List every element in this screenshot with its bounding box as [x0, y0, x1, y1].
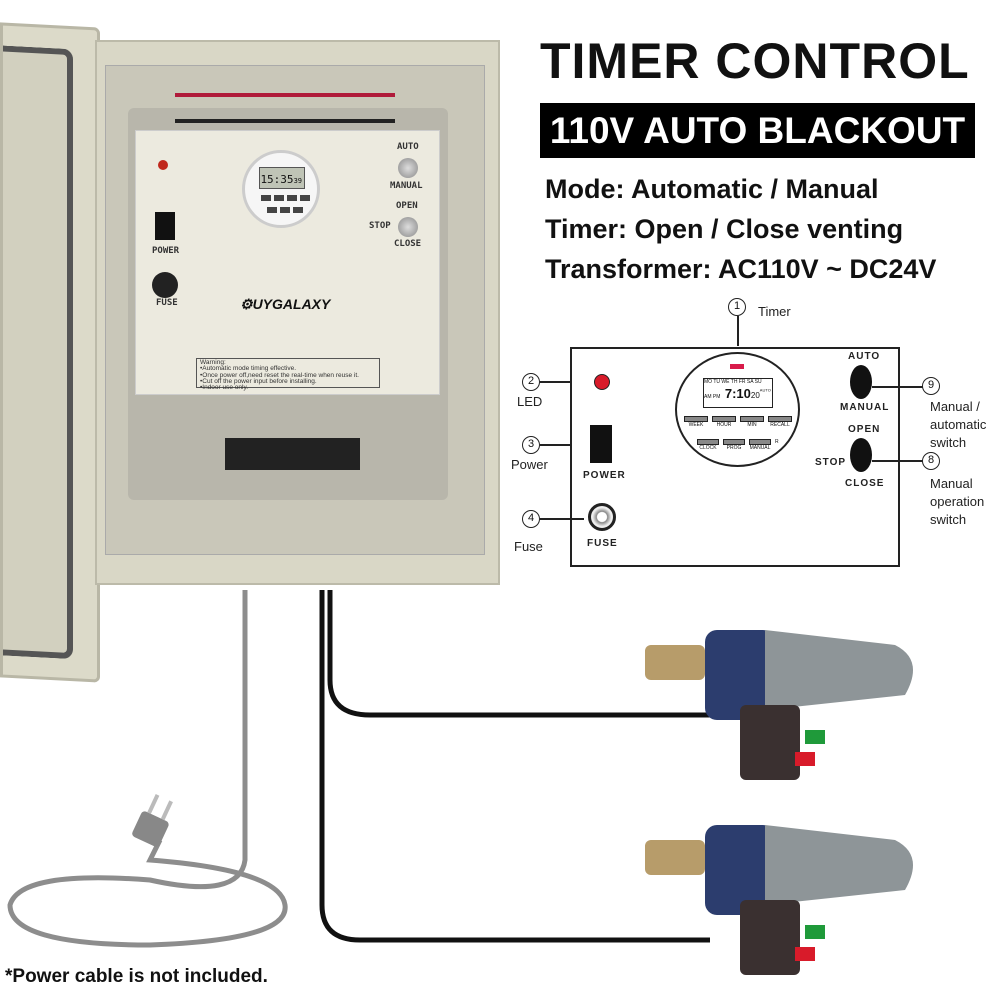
timer-seconds: 20 [750, 391, 760, 400]
warning-label: Warning: •Automatic mode timing effectiv… [196, 358, 380, 392]
power-cable [7, 590, 288, 948]
terminal-block [225, 438, 360, 470]
diagram-auto-label: AUTO [848, 351, 881, 362]
brand-name: UYGALAXY [252, 296, 331, 312]
callout-4: 4 [522, 510, 540, 528]
manual-label: MANUAL [390, 181, 423, 191]
callout-timer-label: Timer [758, 304, 791, 319]
spec-timer: Timer: Open / Close venting [545, 214, 904, 244]
reset-button: R [775, 439, 779, 445]
motor-cable-1 [327, 590, 710, 718]
timer-days: MO TU WE TH FR SA SU [704, 379, 762, 385]
close-label: CLOSE [394, 239, 422, 249]
stop-label: STOP [369, 221, 391, 231]
spec-transformer: Transformer: AC110V ~ DC24V [545, 254, 937, 284]
hour-button: HOUR [716, 422, 732, 428]
led-indicator [158, 160, 168, 170]
power-label: POWER [152, 246, 180, 256]
recall-button: RECALL [770, 422, 790, 428]
timer-seconds: 39 [293, 177, 302, 185]
power-switch [155, 212, 175, 240]
manual-button: MANUAL [749, 445, 771, 451]
open-label: OPEN [396, 201, 418, 211]
timer-time: 7:10 [724, 386, 751, 401]
diagram-power-switch [590, 425, 612, 463]
vent-motor-1 [645, 630, 913, 780]
callout-led-label: LED [517, 394, 543, 409]
wiring [175, 93, 395, 123]
callout-1: 1 [728, 298, 746, 316]
footnote: *Power cable is not included. [5, 966, 268, 987]
callout-8: 8 [922, 452, 940, 470]
timer-ampm: AM PM [704, 394, 721, 400]
min-button: MIN [747, 422, 757, 428]
voltage-banner: 110V AUTO BLACKOUT [540, 103, 975, 158]
prog-button: PROG [726, 445, 742, 451]
diagram-led [594, 374, 610, 390]
timer-auto: AUTO [759, 387, 771, 393]
warning-line: •Cut off the power input before installi… [200, 377, 317, 385]
diagram-stop-label: STOP [815, 457, 847, 468]
callout-power-label: Power [511, 457, 548, 472]
warning-heading: Warning: [200, 359, 226, 366]
callout-9: 9 [922, 377, 940, 395]
fuse-label: FUSE [156, 298, 178, 308]
callout-manual-auto-label: Manual / automatic switch [930, 399, 987, 450]
fuse-holder [152, 272, 178, 298]
brand-logo: ⚙UYGALAXY [240, 296, 331, 312]
warning-line: •Indoor use only. [200, 384, 249, 392]
timer-display: 15:35 [260, 173, 294, 186]
timer-unit: 15:3539 [242, 150, 320, 228]
diagram-open-close-toggle [850, 438, 872, 472]
auto-manual-toggle [398, 158, 418, 178]
week-button: WEEK [688, 422, 704, 428]
diagram-manual-label: MANUAL [840, 402, 890, 413]
vent-motor-2 [645, 825, 913, 975]
callout-manual-operation-label: Manual operation switch [930, 476, 985, 527]
clock-button: CLOCK [699, 445, 717, 451]
callout-fuse-label: Fuse [514, 539, 543, 554]
callout-2: 2 [522, 373, 540, 391]
callout-3: 3 [522, 436, 540, 454]
diagram-timer: MO TU WE TH FR SA SU AM PM 7:1020AUTO WE… [675, 352, 800, 467]
warning-line: •Once power off,need reset the real-time… [200, 371, 359, 379]
cabinet-door [0, 22, 100, 683]
diagram-fuse [588, 503, 616, 531]
plug-icon [132, 794, 173, 847]
warning-line: •Automatic mode timing effective. [200, 365, 297, 373]
diagram-close-label: CLOSE [845, 478, 885, 489]
spec-mode: Mode: Automatic / Manual [545, 174, 879, 204]
diagram-fuse-label: FUSE [587, 538, 618, 549]
motor-cable-2 [319, 590, 710, 943]
open-close-toggle [398, 217, 418, 237]
diagram-open-label: OPEN [848, 424, 881, 435]
diagram-auto-toggle [850, 365, 872, 399]
auto-label: AUTO [397, 142, 419, 152]
diagram-power-label: POWER [583, 470, 626, 481]
page-title: TIMER CONTROL [540, 33, 970, 89]
